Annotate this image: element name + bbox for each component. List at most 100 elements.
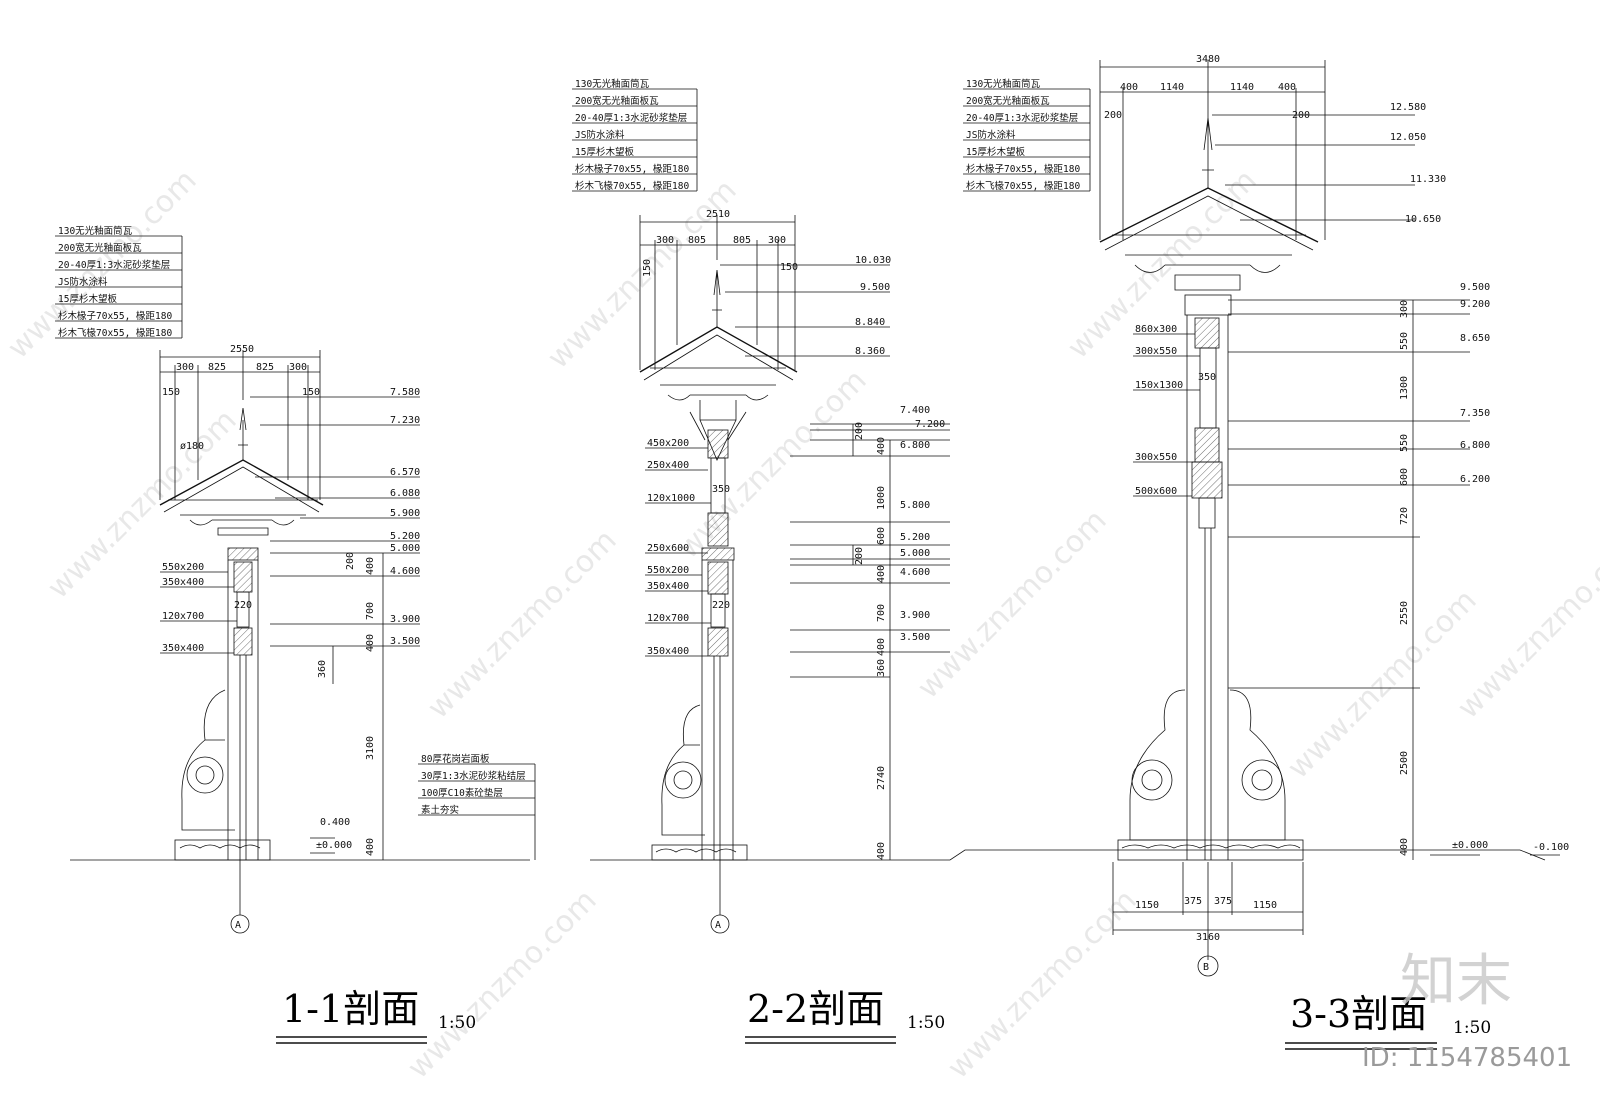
layer-label: 20-40厚1:3水泥砂浆垫层 (58, 259, 170, 271)
layer-label: 130无光釉面筒瓦 (966, 78, 1041, 90)
watermark: www.znzmo.com (671, 363, 874, 566)
layer-label: 200宽无光釉面板瓦 (575, 95, 659, 107)
member-label: 300x550 (1135, 452, 1177, 463)
post-size: 350 (1198, 372, 1216, 383)
dim-text: 300 (176, 362, 194, 373)
elevation: 7.350 (1460, 408, 1490, 419)
elevation: 9.500 (1460, 282, 1490, 293)
elevation: 9.500 (860, 282, 890, 293)
member-label: 250x600 (647, 543, 689, 554)
elevation: 3.900 (390, 614, 420, 625)
dim-text: 150 (642, 259, 653, 277)
dim-text: 200 (1104, 110, 1122, 121)
watermark: www.znzmo.com (1451, 523, 1600, 726)
watermark: www.znzmo.com (421, 523, 624, 726)
top-dimensions-3: 3480 400 1140 1140 400 200 200 (1099, 54, 1326, 240)
dim-text: 805 (688, 235, 706, 246)
section-title: 1-1剖面 (282, 987, 419, 1031)
dim-text: 1150 (1135, 900, 1159, 911)
dim-text: 200 (345, 552, 356, 570)
elevation: 6.570 (390, 467, 420, 478)
layer-callout-2: 130无光釉面筒瓦 200宽无光釉面板瓦 20-40厚1:3水泥砂浆垫层 JS防… (572, 78, 698, 192)
member-labels-2: 450x200 250x400 120x1000 250x600 550x200… (645, 438, 730, 657)
layer-label: 130无光釉面筒瓦 (575, 78, 650, 90)
dim-text: 400 (365, 634, 376, 652)
layer-label: 200宽无光釉面板瓦 (58, 242, 142, 254)
elevation: 3.500 (390, 636, 420, 647)
vertical-dims-2: 200 400 1000 600 200 400 700 400 360 274… (852, 422, 891, 860)
elevation: ±0.000 (1452, 840, 1488, 851)
elevation: 7.400 (900, 405, 930, 416)
dim-text: 360 (317, 660, 328, 678)
vertical-dims-1: 400 200 700 400 3100 400 360 (317, 552, 384, 860)
layer-label: 15厚杉木望板 (966, 146, 1025, 158)
dim-text: 200 (1292, 110, 1310, 121)
dim-text: 550 (1399, 434, 1410, 452)
elevation: 3.500 (900, 632, 930, 643)
elevation: ±0.000 (316, 840, 352, 851)
dim-text: 200 (854, 547, 865, 565)
elevation: 6.800 (1460, 440, 1490, 451)
dim-text: 400 (876, 842, 887, 860)
dim-text: 700 (365, 602, 376, 620)
section-2-2: 130无光釉面筒瓦 200宽无光釉面板瓦 20-40厚1:3水泥砂浆垫层 JS防… (418, 78, 950, 1044)
elevation: 4.600 (900, 567, 930, 578)
paving-label: 30厚1:3水泥砂浆粘结层 (421, 770, 526, 782)
watermark: www.znzmo.com (401, 883, 604, 1086)
watermark: www.znzmo.com (41, 403, 244, 606)
paving-label: 100厚C10素砼垫层 (421, 787, 503, 799)
axis-bubble (710, 914, 730, 934)
top-dimensions-1: 2550 300 825 825 300 150 150 ø180 (159, 344, 321, 500)
section-3-3: 130无光釉面筒瓦 200宽无光釉面板瓦 20-40厚1:3水泥砂浆垫层 JS防… (963, 54, 1569, 1050)
dim-text: 400 (1120, 82, 1138, 93)
layer-label: JS防水涂料 (966, 129, 1016, 141)
member-label: 150x1300 (1135, 380, 1183, 391)
dim-text: 2510 (706, 209, 730, 220)
member-label: 350x400 (162, 577, 204, 588)
member-label: 500x600 (1135, 486, 1177, 497)
elevation: 4.600 (390, 566, 420, 577)
dim-text: 2740 (876, 766, 887, 790)
dim-text: 3160 (1196, 932, 1220, 943)
dim-text: 3100 (365, 736, 376, 760)
member-label: 120x1000 (647, 493, 695, 504)
post-size: 350 (712, 484, 730, 495)
dim-text: 1140 (1160, 82, 1184, 93)
member-label: 300x550 (1135, 346, 1177, 357)
paving-label: 80厚花岗岩面板 (421, 753, 490, 765)
member-label: 350x400 (647, 646, 689, 657)
member-label: 120x700 (647, 613, 689, 624)
member-label: 450x200 (647, 438, 689, 449)
layer-label: JS防水涂料 (575, 129, 625, 141)
dim-text: 550 (1399, 332, 1410, 350)
dim-text: 825 (256, 362, 274, 373)
ground-line (70, 849, 1546, 861)
layer-label: 杉木飞椽70x55, 椽距180 (575, 180, 689, 192)
layer-label: 杉木飞椽70x55, 椽距180 (58, 327, 172, 339)
elevation: 9.200 (1460, 299, 1490, 310)
column-1 (174, 547, 271, 861)
dim-text: ø180 (180, 441, 204, 452)
elevations-3: 12.580 12.050 11.330 10.650 9.500 9.200 … (1212, 102, 1569, 856)
vertical-dims-3: 300 550 1300 550 600 720 2550 2500 400 (1399, 300, 1414, 860)
member-label: 120x700 (162, 611, 204, 622)
elevation: 12.050 (1390, 132, 1426, 143)
layer-label: 15厚杉木望板 (58, 293, 117, 305)
elevations-1: 7.580 7.230 6.570 6.080 5.900 5.200 5.00… (250, 387, 420, 854)
dim-text: 700 (876, 604, 887, 622)
dim-text: 400 (365, 838, 376, 856)
column-2 (651, 429, 748, 861)
layer-label: JS防水涂料 (58, 276, 108, 288)
bottom-dimensions-3: 1150 375 375 1150 3160 (1112, 862, 1304, 960)
elevation: 11.330 (1410, 174, 1446, 185)
dim-text: 1150 (1253, 900, 1277, 911)
member-label: 350x400 (647, 581, 689, 592)
post-size: 220 (712, 600, 730, 611)
elevations-2: 10.030 9.500 8.840 8.360 7.400 7.200 6.8… (720, 255, 950, 678)
dim-text: 400 (1278, 82, 1296, 93)
elevation: 10.030 (855, 255, 891, 266)
elevation: 7.200 (915, 419, 945, 430)
dim-text: 300 (289, 362, 307, 373)
layer-label: 杉木飞椽70x55, 椽距180 (966, 180, 1080, 192)
